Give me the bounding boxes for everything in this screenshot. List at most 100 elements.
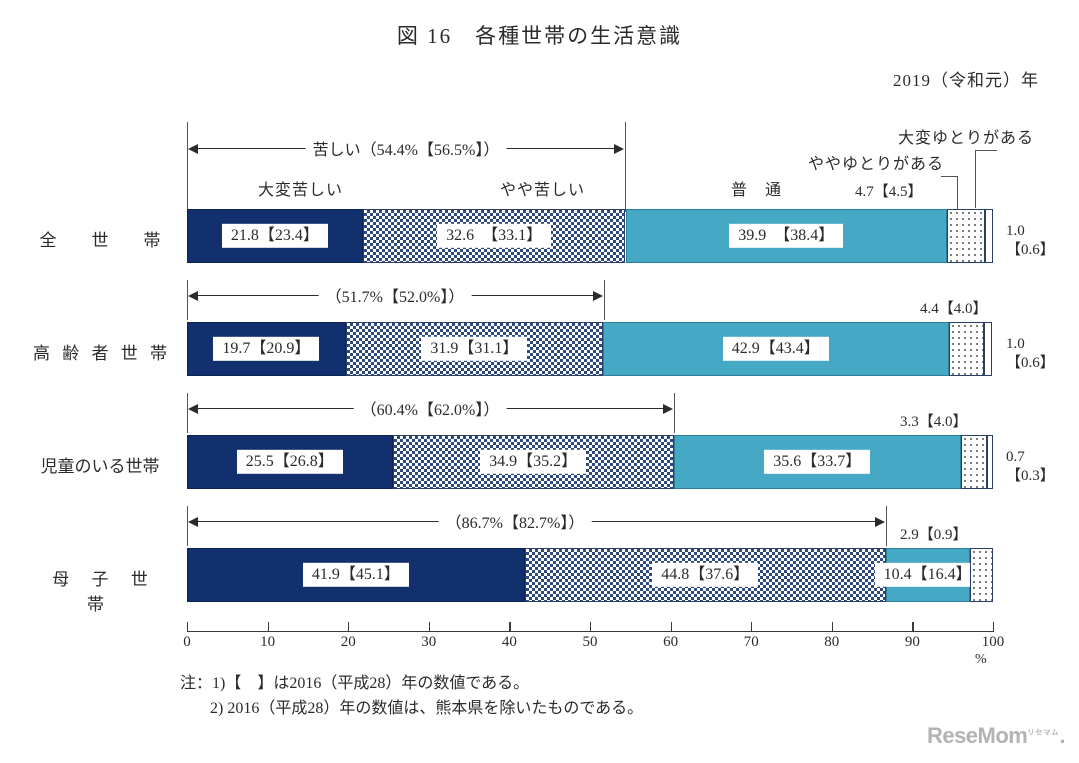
segment-very-comfortable-row2 bbox=[987, 435, 993, 489]
annotation-guide-right-row2 bbox=[674, 393, 676, 433]
legend-label-very-hard: 大変苦しい bbox=[258, 182, 344, 199]
x-tick-label-20: 20 bbox=[340, 634, 356, 650]
segment-value-normal-row2: 35.6【33.7】 bbox=[764, 449, 871, 475]
legend-label-somewhat-comfortable: ややゆとりがある bbox=[808, 156, 945, 173]
value-very-comfortable-row0-2016: 【0.6】 bbox=[1006, 241, 1055, 258]
x-tick-70 bbox=[751, 622, 753, 631]
segment-somewhat-hard-row2: 34.9【35.2】 bbox=[392, 435, 674, 489]
x-tick-50 bbox=[590, 622, 592, 631]
segment-normal-row0: 39.9 【38.4】 bbox=[625, 209, 948, 263]
value-somewhat-comfortable-row2: 3.3【4.0】 bbox=[900, 414, 968, 430]
segment-value-very-hard-row3: 41.9【45.1】 bbox=[302, 562, 409, 588]
annotation-guide-left-row0 bbox=[187, 122, 189, 212]
bar-row-all-households: 21.8【23.4】 32.6 【33.1】 39.9 【38.4】 bbox=[187, 209, 994, 263]
legend-label-normal: 普 通 bbox=[731, 182, 783, 199]
arrow-label-row2: （60.4%【62.0%】） bbox=[353, 396, 507, 420]
segment-somewhat-comfortable-row1 bbox=[948, 322, 985, 376]
segment-value-somewhat-hard-row0: 32.6 【33.1】 bbox=[437, 223, 552, 249]
x-tick-label-0: 0 bbox=[183, 634, 191, 650]
bar-row-single-mother-households: 41.9【45.1】 44.8【37.6】 10.4【16.4】 bbox=[187, 548, 993, 602]
annotation-guide-left-row1 bbox=[187, 280, 189, 320]
x-tick-label-90: 90 bbox=[904, 634, 920, 650]
connector-elbow-s4 bbox=[941, 176, 958, 209]
x-tick-label-30: 30 bbox=[421, 634, 437, 650]
value-very-comfortable-row0: 1.0 【0.6】 bbox=[1006, 222, 1055, 260]
x-tick-label-70: 70 bbox=[743, 634, 759, 650]
page-title: 図 16 各種世帯の生活意識 bbox=[396, 24, 683, 48]
x-tick-label-50: 50 bbox=[582, 634, 598, 650]
arrow-head-right-row3 bbox=[875, 516, 885, 527]
bar-row-households-with-children: 25.5【26.8】 34.9【35.2】 35.6【33.7】 bbox=[187, 435, 993, 489]
segment-value-somewhat-hard-row2: 34.9【35.2】 bbox=[480, 449, 587, 475]
segment-very-comfortable-row1 bbox=[984, 322, 993, 376]
value-very-comfortable-row2: 0.7 【0.3】 bbox=[1006, 448, 1055, 486]
x-tick-label-60: 60 bbox=[663, 634, 679, 650]
segment-value-normal-row1: 42.9【43.4】 bbox=[722, 336, 829, 362]
x-tick-label-80: 80 bbox=[824, 634, 840, 650]
segment-value-normal-row0: 39.9 【38.4】 bbox=[729, 223, 844, 249]
segment-very-hard-row1: 19.7【20.9】 bbox=[187, 322, 346, 376]
segment-value-very-hard-row1: 19.7【20.9】 bbox=[213, 336, 320, 362]
x-axis-unit-label: % bbox=[975, 652, 987, 667]
segment-normal-row1: 42.9【43.4】 bbox=[602, 322, 949, 376]
value-somewhat-comfortable-row1: 4.4【4.0】 bbox=[920, 301, 988, 317]
category-label-elderly-households: 高 齢 者 世 帯 bbox=[33, 344, 171, 363]
bar-row-elderly-households: 19.7【20.9】 31.9【31.1】 42.9【43.4】 bbox=[187, 322, 993, 376]
x-axis-line bbox=[187, 631, 994, 633]
resemom-logo: ReseMomリセマム. bbox=[926, 723, 1066, 748]
category-label-households-with-children: 児童のいる世帯 bbox=[40, 457, 160, 476]
x-tick-60 bbox=[670, 622, 672, 631]
value-very-comfortable-row1-current: 1.0 bbox=[1006, 336, 1025, 352]
x-tick-90 bbox=[912, 622, 914, 631]
figure-note-2: 2) 2016（平成28）年の数値は、熊本県を除いたものである。 bbox=[210, 699, 644, 717]
value-very-comfortable-row2-current: 0.7 bbox=[1006, 449, 1025, 465]
segment-somewhat-comfortable-row3 bbox=[969, 548, 993, 602]
figure-note-1: 注：1)【 】は2016（平成28）年の数値である。 bbox=[180, 675, 530, 692]
arrow-label-row3: （86.7%【82.7%】） bbox=[438, 509, 592, 533]
x-tick-0 bbox=[187, 622, 189, 631]
x-tick-label-40: 40 bbox=[501, 634, 517, 650]
connector-line-s5 bbox=[975, 150, 977, 208]
x-tick-100 bbox=[993, 622, 995, 631]
category-label-all-households: 全 世 帯 bbox=[39, 231, 170, 250]
arrow-head-left-row2 bbox=[188, 403, 198, 414]
connector-elbow-s5 bbox=[975, 150, 997, 152]
segment-somewhat-hard-row1: 31.9【31.1】 bbox=[345, 322, 603, 376]
annotation-guide-right-row1 bbox=[604, 280, 606, 320]
segment-value-very-hard-row2: 25.5【26.8】 bbox=[236, 449, 343, 475]
category-label-single-mother-households: 母 子 世 帯 bbox=[52, 570, 157, 614]
x-tick-40 bbox=[509, 622, 511, 631]
arrow-label-row1: （51.7%【52.0%】） bbox=[318, 283, 472, 307]
x-tick-label-10: 10 bbox=[260, 634, 276, 650]
arrow-head-left-row3 bbox=[188, 516, 198, 527]
figure-notes: 注：1)【 】は2016（平成28）年の数値である。 2) 2016（平成28）… bbox=[180, 672, 643, 722]
annotation-guide-right-row0 bbox=[625, 122, 627, 212]
arrow-head-right-row0 bbox=[614, 143, 624, 154]
segment-normal-row2: 35.6【33.7】 bbox=[673, 435, 961, 489]
annotation-guide-right-row3 bbox=[886, 506, 888, 546]
arrow-head-left-row0 bbox=[188, 143, 198, 154]
segment-very-comfortable-row0 bbox=[985, 209, 994, 263]
resemom-logo-text: ReseMom bbox=[926, 723, 1028, 748]
legend-label-very-comfortable: 大変ゆとりがある bbox=[898, 130, 1035, 147]
arrow-head-left-row1 bbox=[188, 290, 198, 301]
arrow-head-right-row2 bbox=[663, 403, 673, 414]
segment-somewhat-comfortable-row0 bbox=[947, 209, 985, 263]
x-tick-label-100: 100 bbox=[981, 634, 1005, 650]
annotation-guide-left-row2 bbox=[187, 393, 189, 433]
segment-value-somewhat-hard-row3: 44.8【37.6】 bbox=[652, 562, 759, 588]
arrow-head-right-row1 bbox=[593, 290, 603, 301]
value-very-comfortable-row0-current: 1.0 bbox=[1006, 223, 1025, 239]
x-tick-10 bbox=[267, 622, 269, 631]
annotation-guide-left-row3 bbox=[187, 506, 189, 546]
segment-somewhat-hard-row0: 32.6 【33.1】 bbox=[362, 209, 626, 263]
segment-somewhat-comfortable-row2 bbox=[960, 435, 988, 489]
segment-very-hard-row3: 41.9【45.1】 bbox=[187, 548, 525, 602]
x-tick-30 bbox=[428, 622, 430, 631]
legend-label-somewhat-hard: やや苦しい bbox=[500, 182, 586, 199]
value-very-comfortable-row1: 1.0 【0.6】 bbox=[1006, 335, 1055, 373]
segment-somewhat-hard-row3: 44.8【37.6】 bbox=[524, 548, 886, 602]
segment-normal-row3: 10.4【16.4】 bbox=[874, 548, 981, 602]
segment-value-somewhat-hard-row1: 31.9【31.1】 bbox=[421, 336, 528, 362]
